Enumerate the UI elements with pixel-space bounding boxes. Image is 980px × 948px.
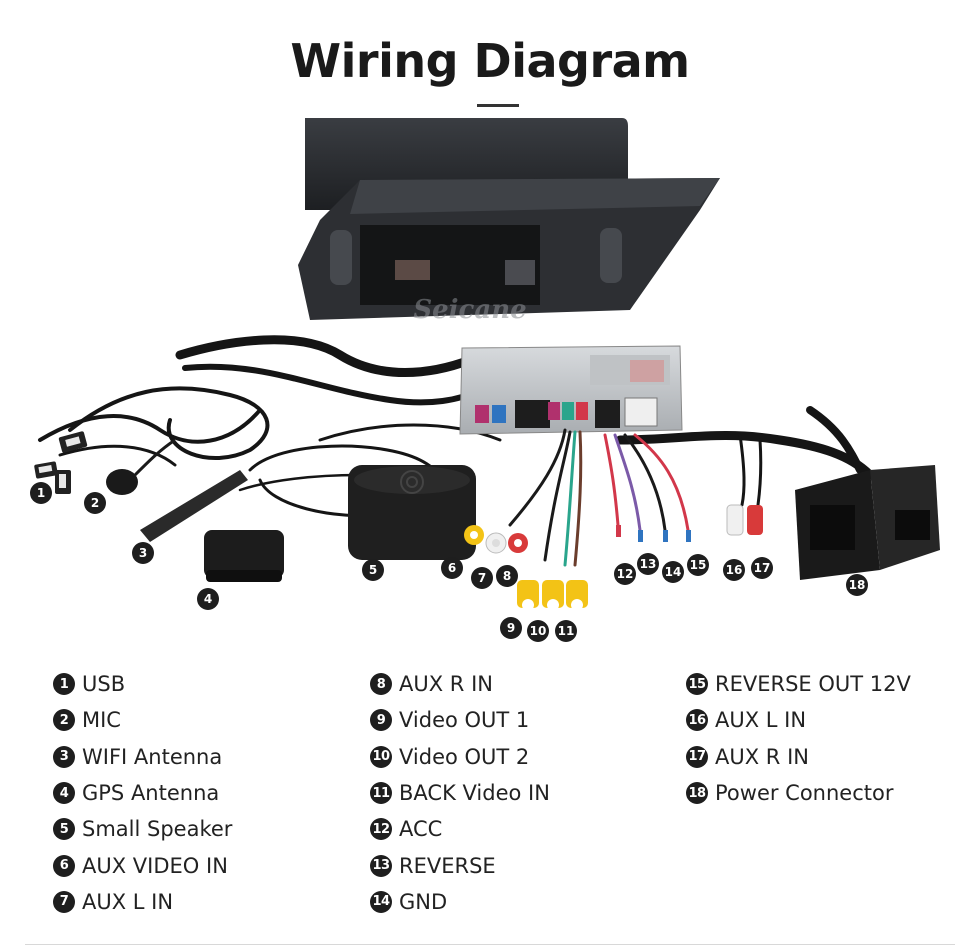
power-connector [795, 465, 940, 580]
number-badge: 18 [686, 782, 708, 805]
legend-label: AUX VIDEO IN [82, 853, 228, 878]
svg-text:6: 6 [448, 561, 456, 575]
number-badge: 12 [370, 818, 392, 841]
gps-antenna [204, 530, 284, 582]
rca-plugs-aux [464, 525, 528, 554]
svg-text:14: 14 [665, 565, 682, 579]
title-underline [477, 104, 519, 107]
legend-label: AUX R IN [399, 672, 493, 697]
legend-item: 4 GPS Antenna [53, 775, 232, 811]
number-badge: 6 [53, 854, 75, 877]
svg-text:5: 5 [369, 563, 377, 577]
legend-item: 12 ACC [370, 811, 550, 847]
legend-item: 11 BACK Video IN [370, 775, 550, 811]
legend-item: 7 AUX L IN [53, 884, 232, 920]
svg-text:4: 4 [204, 592, 212, 606]
number-badge: 13 [370, 854, 392, 877]
number-badge: 17 [686, 745, 708, 768]
legend-label: REVERSE OUT 12V [715, 672, 911, 697]
legend-label: GPS Antenna [82, 781, 220, 806]
legend-label: REVERSE [399, 853, 496, 878]
legend-column-2: 8 AUX R IN 9 Video OUT 1 10 Video OUT 2 11 B… [370, 666, 550, 920]
svg-text:15: 15 [690, 558, 707, 572]
legend-label: WIFI Antenna [82, 744, 223, 769]
svg-text:10: 10 [530, 624, 547, 638]
legend-label: Power Connector [715, 781, 894, 806]
legend-item: 16 AUX L IN [686, 702, 911, 738]
control-box [459, 345, 683, 435]
small-speaker [348, 465, 476, 560]
mic [106, 438, 176, 495]
legend-item: 18 Power Connector [686, 775, 911, 811]
number-badge: 8 [370, 673, 392, 696]
svg-text:13: 13 [640, 557, 657, 571]
legend-label: AUX R IN [715, 744, 809, 769]
number-badge: 9 [370, 709, 392, 732]
wifi-antenna [140, 470, 248, 542]
wire-pins [616, 525, 691, 542]
number-markers: 1 2 3 4 5 6 7 8 9 10 11 12 13 14 15 16 1… [30, 482, 868, 642]
number-badge: 14 [370, 890, 392, 913]
cable-bundle [38, 335, 875, 518]
number-badge: 1 [53, 673, 75, 696]
legend-label: AUX L IN [715, 708, 807, 733]
legend-item: 1 USB [53, 666, 232, 702]
bottom-divider [25, 944, 955, 945]
legend-item: 6 AUX VIDEO IN [53, 847, 232, 883]
legend-label: BACK Video IN [399, 781, 550, 806]
legend-column-1: 1 USB 2 MIC 3 WIFI Antenna 4 GPS Antenna 5 Sm… [53, 666, 232, 920]
number-badge: 3 [53, 745, 75, 768]
legend-item: 13 REVERSE [370, 847, 550, 883]
legend-item: 17 AUX R IN [686, 739, 911, 775]
svg-text:8: 8 [503, 569, 511, 583]
legend-label: Video OUT 1 [399, 708, 530, 733]
number-badge: 7 [53, 890, 75, 913]
legend-label: USB [82, 672, 126, 697]
legend-label: Video OUT 2 [399, 744, 530, 769]
watermark-text: Seicane [413, 295, 526, 325]
svg-text:1: 1 [37, 486, 45, 500]
legend-item: 3 WIFI Antenna [53, 739, 232, 775]
svg-text:3: 3 [139, 546, 147, 560]
legend-label: GND [399, 889, 448, 914]
legend-item: 2 MIC [53, 702, 232, 738]
svg-text:17: 17 [754, 561, 771, 575]
page-title: Wiring Diagram [290, 34, 690, 88]
rca-wires [508, 428, 690, 567]
number-badge: 5 [53, 818, 75, 841]
head-unit: Seicane [298, 118, 720, 325]
legend-label: ACC [399, 817, 443, 842]
svg-text:11: 11 [558, 624, 575, 638]
wiring-diagram-photo: Seicane [30, 118, 940, 642]
legend-item: 5 Small Speaker [53, 811, 232, 847]
svg-text:16: 16 [726, 563, 743, 577]
rca-plugs-aux-2 [726, 504, 763, 536]
svg-text:18: 18 [849, 578, 866, 592]
legend-label: MIC [82, 708, 121, 733]
number-badge: 11 [370, 782, 392, 805]
legend-item: 9 Video OUT 1 [370, 702, 550, 738]
svg-text:2: 2 [91, 496, 99, 510]
number-badge: 15 [686, 673, 708, 696]
svg-text:12: 12 [617, 567, 634, 581]
legend-label: Small Speaker [82, 817, 233, 842]
usb-cables [34, 431, 88, 494]
number-badge: 2 [53, 709, 75, 732]
legend-item: 8 AUX R IN [370, 666, 550, 702]
legend-label: AUX L IN [82, 889, 174, 914]
number-badge: 16 [686, 709, 708, 732]
legend-item: 14 GND [370, 884, 550, 920]
svg-text:7: 7 [478, 571, 486, 585]
rca-plugs-video [517, 580, 588, 611]
svg-text:9: 9 [507, 621, 515, 635]
legend-item: 15 REVERSE OUT 12V [686, 666, 911, 702]
number-badge: 10 [370, 745, 392, 768]
legend-item: 10 Video OUT 2 [370, 739, 550, 775]
number-badge: 4 [53, 782, 75, 805]
